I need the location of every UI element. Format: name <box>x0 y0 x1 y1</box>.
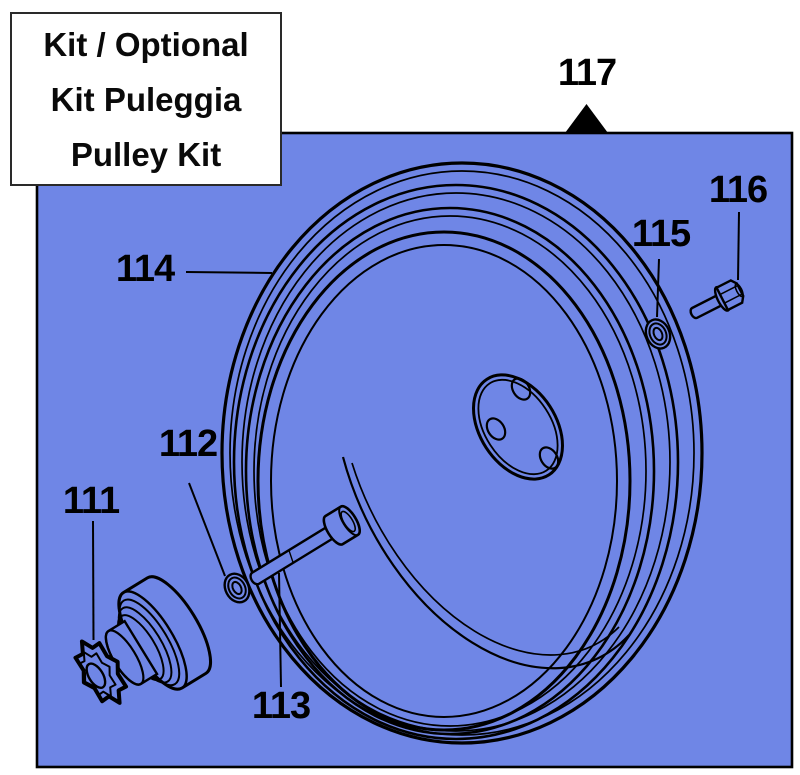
kit-marker-triangle-117 <box>565 104 608 133</box>
bolt-113-drawing <box>249 504 361 586</box>
pulley-front-face <box>256 230 632 732</box>
pulley-groove-line <box>253 215 647 727</box>
part-label-112: 112 <box>158 423 218 465</box>
washer-112-drawing <box>223 572 251 604</box>
washer-112-mid <box>227 576 247 600</box>
bolt-113-socket <box>340 510 357 533</box>
hub-inner-line <box>477 378 559 476</box>
pulley-outer-rim <box>220 161 704 745</box>
kit-title-line-1: Kit / Optional <box>43 25 249 63</box>
part-label-116: 116 <box>708 169 768 211</box>
leader-113 <box>278 572 282 688</box>
coupling-center-hole <box>85 662 107 689</box>
kit-title-box: Kit / Optional Kit Puleggia Pulley Kit <box>10 12 282 186</box>
bolt-113-shaft <box>249 522 340 586</box>
bolt-116-shaft <box>689 292 726 320</box>
part-label-115: 115 <box>631 213 691 255</box>
leader-lines <box>92 211 740 688</box>
pulley-groove-line <box>229 170 695 736</box>
leader-115 <box>656 258 660 318</box>
pulley-front-face-inner <box>270 244 618 718</box>
pulley-groove-line <box>244 206 656 736</box>
leader-112 <box>188 482 226 577</box>
kit-title-line-2: Kit Puleggia <box>50 80 242 118</box>
pulley-hub <box>472 373 564 481</box>
leader-111 <box>92 520 95 641</box>
part-label-111: 111 <box>62 480 120 522</box>
part-label-113: 113 <box>251 685 311 727</box>
washer-115-mid <box>648 322 668 346</box>
washer-115-drawing <box>644 318 672 350</box>
washer-115-hole <box>652 326 664 342</box>
hub-hole <box>538 446 560 470</box>
hub-outline <box>472 373 564 481</box>
pulley-groove-line <box>241 192 671 732</box>
pulley-groove-line <box>232 183 680 741</box>
coupling-spline-face <box>78 651 117 698</box>
coupling-111-drawing <box>73 575 213 705</box>
leader-116 <box>737 211 740 281</box>
washer-112-hole <box>231 580 243 596</box>
hub-hole <box>510 377 532 401</box>
pulley-drawing-114 <box>220 161 704 745</box>
bolt-116-drawing <box>689 279 745 320</box>
kit-title-line-3: Pulley Kit <box>70 135 222 173</box>
pulley-web-edge <box>341 456 630 670</box>
hub-hole <box>485 417 507 441</box>
bolt-116-head-face <box>734 283 744 298</box>
bolt-113-thread-line <box>288 549 294 564</box>
leader-114 <box>185 271 273 274</box>
part-label-114: 114 <box>115 248 175 290</box>
pulley-web-edge-inner <box>351 462 620 656</box>
part-label-117: 117 <box>557 52 617 94</box>
